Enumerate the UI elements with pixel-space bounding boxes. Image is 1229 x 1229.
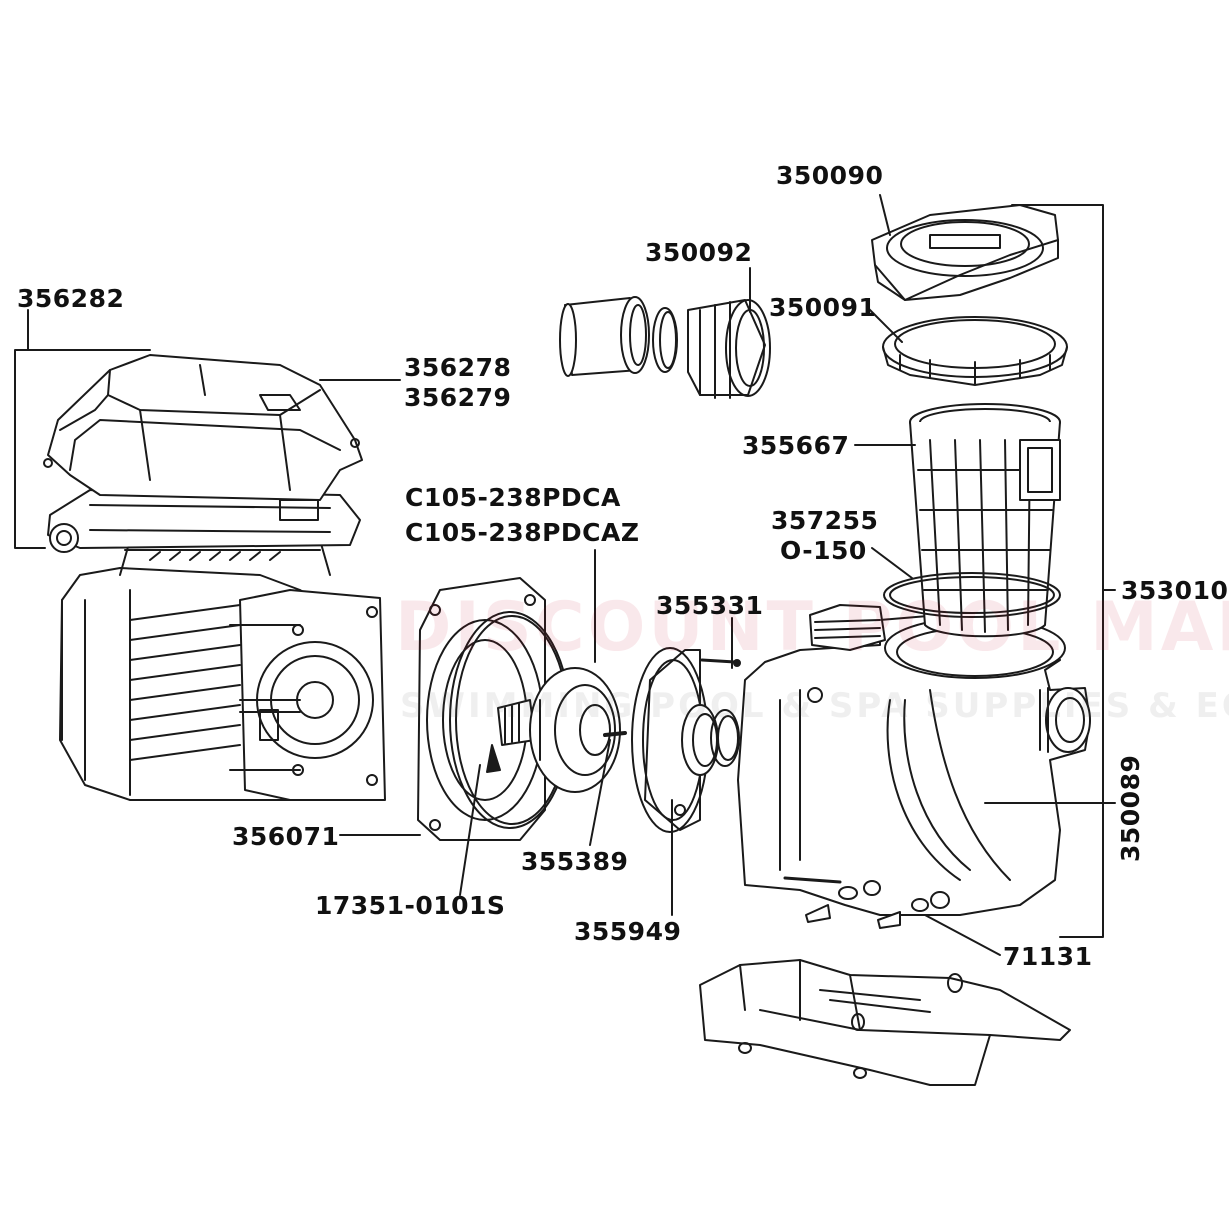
lid-lock-ring-part bbox=[871, 204, 1059, 301]
union-fitting-part bbox=[559, 296, 771, 399]
label-17351-0101s: 17351-0101S bbox=[315, 891, 506, 920]
strainer-basket-part bbox=[909, 403, 1061, 638]
shaft-seal-part bbox=[486, 699, 536, 773]
strainer-lid-part bbox=[882, 316, 1068, 386]
label-356282: 356282 bbox=[17, 284, 125, 313]
leader-350090 bbox=[879, 194, 891, 236]
watermark-logo-text: DISCOUNT POOL MART bbox=[395, 588, 1229, 667]
label-355667: 355667 bbox=[742, 431, 850, 460]
label-353010: 353010 bbox=[1121, 576, 1229, 605]
leader-357255 bbox=[871, 547, 913, 579]
drive-cover-part bbox=[43, 354, 363, 553]
label-357255: 357255 bbox=[771, 506, 879, 535]
leader-350091 bbox=[867, 307, 903, 343]
label-350091: 350091 bbox=[769, 293, 877, 322]
pump-base-part bbox=[699, 959, 1071, 1086]
label-356279: 356279 bbox=[404, 383, 512, 412]
pump-housing-part bbox=[737, 604, 1091, 929]
lid-o-ring-part bbox=[883, 572, 1061, 618]
diffuser-part bbox=[631, 647, 741, 833]
impeller-part bbox=[529, 667, 627, 793]
leader-71131 bbox=[924, 914, 1001, 956]
label-355331: 355331 bbox=[656, 591, 764, 620]
label-c105-238pdcaz: C105-238PDCAZ bbox=[405, 518, 640, 547]
label-356278: 356278 bbox=[404, 353, 512, 382]
label-350092: 350092 bbox=[645, 238, 753, 267]
watermark-tagline: SWIMMING POOL & SPA SUPPLIES & EQUIPMENT bbox=[400, 686, 1229, 726]
leader-353010-bracket bbox=[1011, 204, 1116, 938]
label-350090: 350090 bbox=[776, 161, 884, 190]
label-350089: 350089 bbox=[1116, 754, 1145, 862]
motor-assembly-bracket bbox=[14, 309, 151, 549]
label-355949: 355949 bbox=[574, 917, 682, 946]
label-c105-238pdca: C105-238PDCA bbox=[405, 483, 621, 512]
motor-assembly bbox=[59, 539, 386, 801]
label-71131: 71131 bbox=[1003, 942, 1093, 971]
label-356071: 356071 bbox=[232, 822, 340, 851]
label-o-150: O-150 bbox=[780, 536, 867, 565]
leader-355389 bbox=[589, 739, 611, 846]
leader-17351 bbox=[459, 764, 481, 896]
label-355389: 355389 bbox=[521, 847, 629, 876]
